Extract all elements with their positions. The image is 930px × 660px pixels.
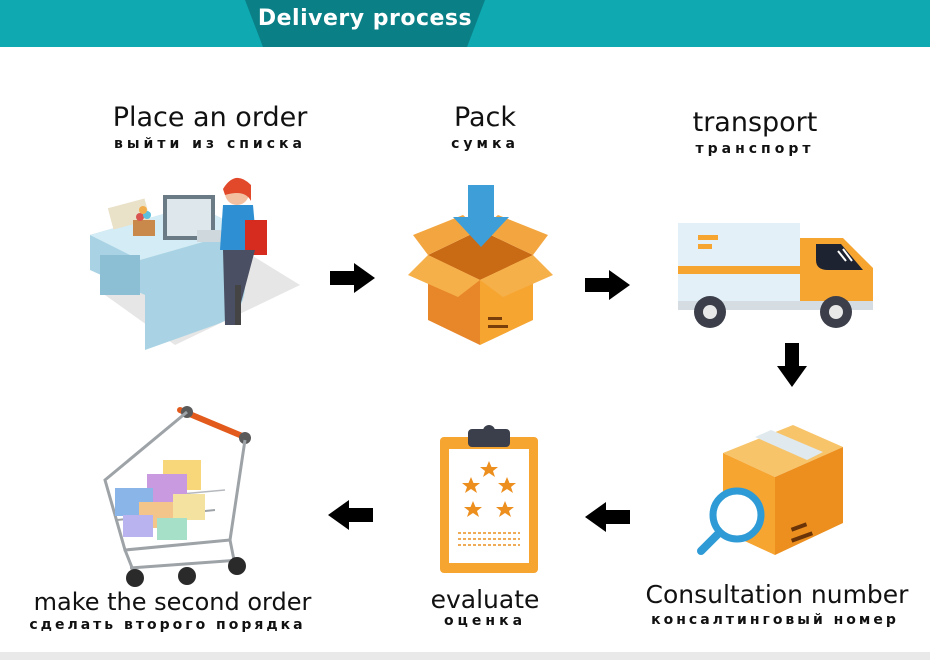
title-tab [245,0,485,47]
step-title-second-order: make the second order [33,588,312,616]
step-subtitle-consultation: консалтинговый номер [651,612,899,628]
delivery-truck-icon [678,223,873,328]
arrow-down-icon [777,343,807,387]
rating-clipboard-icon [440,425,538,573]
step-subtitle-pack: сумка [451,136,519,152]
arrow-right-icon [585,270,630,300]
step-subtitle-transport: транспорт [695,141,815,157]
package-box-icon [408,185,553,345]
arrow-left-icon [328,500,373,530]
step-title-consultation: Consultation number [645,580,909,609]
step-title-pack: Pack [453,102,517,133]
step-subtitle-evaluate: оценка [443,613,527,629]
step-title-place-order: Place an order [112,102,308,133]
page-title: Delivery process [257,6,473,31]
bottom-divider [0,652,930,660]
step-subtitle-second-order: сделать второго порядка [29,617,306,633]
step-title-transport: transport [692,107,818,138]
shopping-cart-icon [103,406,251,587]
box-search-icon [697,425,843,555]
arrow-right-icon [330,263,375,293]
arrow-left-icon [585,502,630,532]
office-desk-icon [90,177,300,350]
step-title-evaluate: evaluate [430,585,540,614]
step-subtitle-place-order: выйти из списка [114,136,306,152]
